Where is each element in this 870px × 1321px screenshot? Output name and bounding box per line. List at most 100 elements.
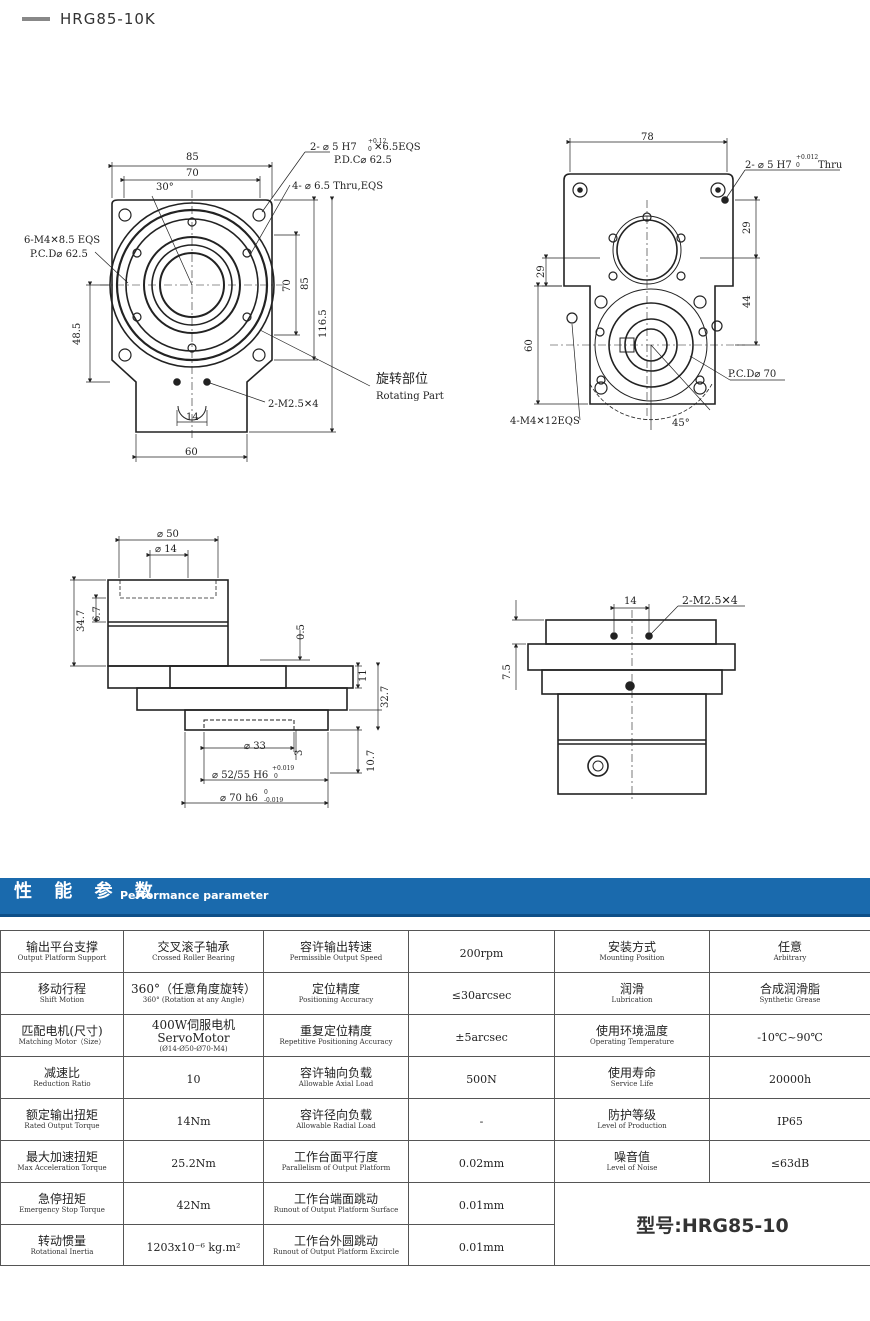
table-cell: 25.2Nm	[123, 1140, 264, 1183]
callout-pcd: P.C.D⌀ 62.5	[30, 249, 88, 260]
table-cell: 200rpm	[408, 930, 555, 973]
technical-drawing: 85 70 30° 48.5 70 85 116.5 14 60 2- ⌀ 5 …	[24, 132, 843, 808]
cell-label-zh: 安装方式	[607, 940, 656, 954]
cell-value: 500N	[466, 1073, 497, 1086]
cell-label-en: Service Life	[610, 1080, 654, 1088]
cell-label-en: Synthetic Grease	[759, 996, 821, 1004]
dim-10-7: 10.7	[366, 750, 377, 772]
cell-label-en: Arbitrary	[773, 954, 807, 962]
dim-34-7: 34.7	[76, 610, 87, 632]
cell-label-zh: 输出平台支撑	[25, 940, 98, 954]
table-cell: 0.01mm	[408, 1224, 555, 1266]
cell-value: -10℃~90℃	[757, 1031, 823, 1044]
cell-value: 0.01mm	[458, 1240, 505, 1254]
cell-label-zh: 防护等级	[607, 1108, 656, 1122]
callout-rotating-zh: 旋转部位	[376, 372, 428, 387]
cell-label-en: Level of Production	[597, 1122, 667, 1130]
dim-85: 85	[186, 152, 199, 163]
cell-label-en: 360° (Rotation at any Angle)	[142, 996, 245, 1004]
dim-6-7: 6.7	[92, 606, 103, 622]
dim-70-v: 70	[282, 279, 293, 292]
dim-29-r: 29	[742, 221, 753, 234]
page-title: HRG85-10K	[22, 10, 156, 28]
callout2-tol-upper: +0.012	[796, 154, 818, 161]
cell-label-en: Emergency Stop Torque	[19, 1206, 105, 1214]
cell-label-zh: 容许轴向负载	[299, 1066, 372, 1080]
callout2-pin-hole: 2- ⌀ 5 H7	[745, 160, 792, 171]
callout2-thru: Thru	[818, 160, 843, 171]
section-title-zh: 性 能 参 数	[14, 881, 161, 902]
cell-label-zh: 合成润滑脂	[759, 982, 820, 996]
callout4-m2-5: 2-M2.5✕4	[682, 594, 738, 607]
cell-label-en: Lubrication	[611, 996, 653, 1004]
table-cell: 10	[123, 1056, 264, 1099]
cell-label-zh: 转动惯量	[37, 1233, 86, 1248]
dim-78: 78	[641, 132, 654, 143]
cell-value: 0.01mm	[458, 1199, 505, 1212]
title-bar-decoration	[22, 17, 50, 21]
section-banner: 性 能 参 数 Performance parameter	[0, 878, 870, 917]
table-cell: 360°（任意角度旋转）360° (Rotation at any Angle)	[123, 972, 264, 1015]
cell-label-en: Rated Output Torque	[24, 1122, 100, 1130]
cell-value: 42Nm	[176, 1199, 211, 1212]
callout-m4: 6-M4✕8.5 EQS	[24, 235, 100, 246]
table-cell: 20000h	[709, 1056, 870, 1099]
cell-label-zh: 使用寿命	[607, 1066, 656, 1080]
dim-70: 70	[186, 168, 199, 179]
cell-label-zh: 润滑	[619, 982, 644, 996]
dim-7-5: 7.5	[502, 664, 513, 680]
view-section	[70, 536, 382, 808]
cell-label-en: Parallelism of Output Platform	[281, 1164, 391, 1172]
dim-116-5: 116.5	[318, 309, 329, 338]
cell-label-zh: 额定输出扭矩	[25, 1108, 98, 1122]
callout-tol-upper: +0.12	[368, 138, 387, 145]
callout-rotating-en: Rotating Part	[376, 391, 444, 402]
cell-label-en: Repetitive Positioning Accuracy	[279, 1038, 393, 1046]
cell-value: 1203x10⁻⁶ kg.m²	[146, 1240, 241, 1254]
view-front	[86, 151, 371, 462]
cell-label-zh: 容许径向负载	[299, 1108, 372, 1122]
dim-60: 60	[185, 447, 198, 458]
cell-label-en: Allowable Radial Load	[296, 1122, 376, 1130]
dim-52-tol-lower: 0	[274, 773, 278, 780]
cell-label-zh: 急停扭矩	[37, 1192, 86, 1206]
dim-44: 44	[742, 295, 753, 308]
cell-value: ≤63dB	[770, 1157, 810, 1170]
dim-45-deg: 45°	[672, 418, 690, 429]
callout-tol-lower: 0	[368, 146, 372, 153]
dim-29-l: 29	[536, 265, 547, 278]
table-cell: IP65	[709, 1098, 870, 1141]
cell-label-zh: 360°（任意角度旋转）	[131, 982, 256, 996]
cell-label-en: Permissible Output Speed	[289, 954, 383, 962]
cell-label-zh: 定位精度	[311, 982, 360, 996]
cell-value: 10	[186, 1073, 201, 1086]
cell-label-zh: 噪音值	[613, 1150, 650, 1164]
dim-dia-14: ⌀ 14	[155, 544, 177, 555]
callout-depth: ✕6.5EQS	[374, 142, 421, 153]
dim-dia-33: ⌀ 33	[244, 741, 266, 752]
table-cell: ≤30arcsec	[408, 972, 555, 1015]
cell-label-zh: 工作台端面跳动	[293, 1192, 378, 1206]
cell-label-zh: 工作台外圆跳动	[293, 1233, 378, 1248]
cell-label-zh: 任意	[777, 940, 802, 954]
cell-label-en: Level of Noise	[606, 1164, 658, 1172]
dim-3: 3	[294, 750, 305, 756]
